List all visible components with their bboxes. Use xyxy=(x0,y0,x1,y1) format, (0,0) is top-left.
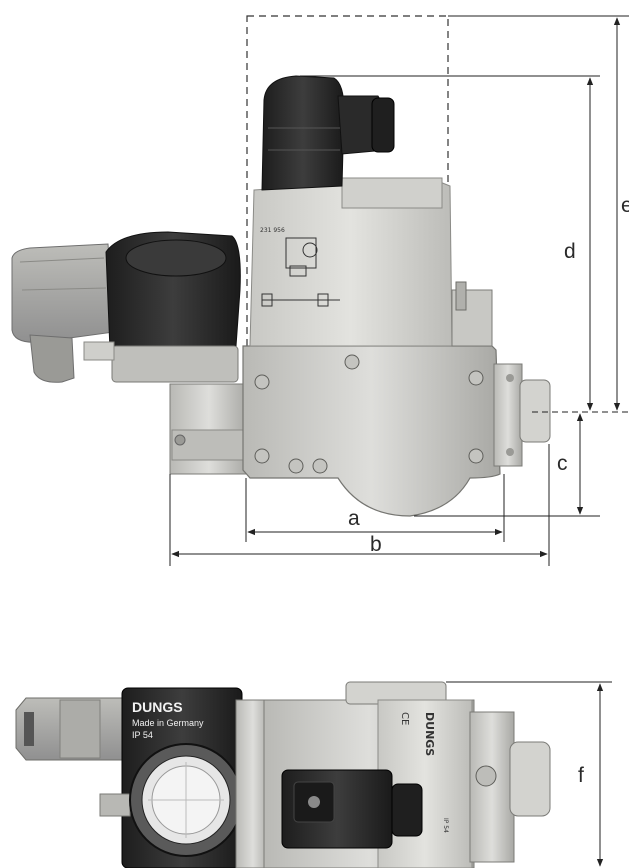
outlet-flange xyxy=(493,363,551,467)
top-pressure-switch-plug xyxy=(15,697,127,761)
side-view: 231 956 xyxy=(11,15,629,566)
dimension-label-a: a xyxy=(348,507,360,530)
dimension-lines-side xyxy=(169,15,629,566)
top-actuator-housing: DUNGS CE IP 54 xyxy=(377,699,473,868)
side-label-code: 231 956 xyxy=(260,227,285,234)
top-pressure-switch-body: DUNGS Made in Germany IP 54 xyxy=(99,687,243,868)
dimension-label-c: c xyxy=(557,452,568,475)
dimension-label-e: e xyxy=(621,194,629,217)
dimension-label-d: d xyxy=(564,240,576,263)
ce-mark: CE xyxy=(399,712,410,725)
top-solenoid-plug xyxy=(281,769,423,849)
pressure-switch-brand: DUNGS xyxy=(132,699,183,715)
dimension-label-f: f xyxy=(578,764,584,787)
pressure-switch-origin: Made in Germany xyxy=(132,718,204,728)
inlet-flange xyxy=(169,383,249,475)
dimension-label-b: b xyxy=(370,533,382,556)
valve-body xyxy=(242,345,501,517)
valve-marking: IP 54 xyxy=(442,818,449,833)
pressure-switch-plug xyxy=(11,243,115,383)
clearance-envelope-dashed xyxy=(246,15,449,347)
valve-brand: DUNGS xyxy=(423,712,436,756)
dimension-lines-top xyxy=(446,681,612,867)
valve-actuator-housing: 231 956 xyxy=(249,177,493,347)
pressure-switch-rating: IP 54 xyxy=(132,730,153,740)
top-outlet-flange xyxy=(469,711,551,863)
top-view: DUNGS Made in Germany IP 54 DUNGS CE IP … xyxy=(15,681,612,868)
solenoid-plug xyxy=(261,75,395,191)
pressure-switch-body xyxy=(83,231,241,383)
